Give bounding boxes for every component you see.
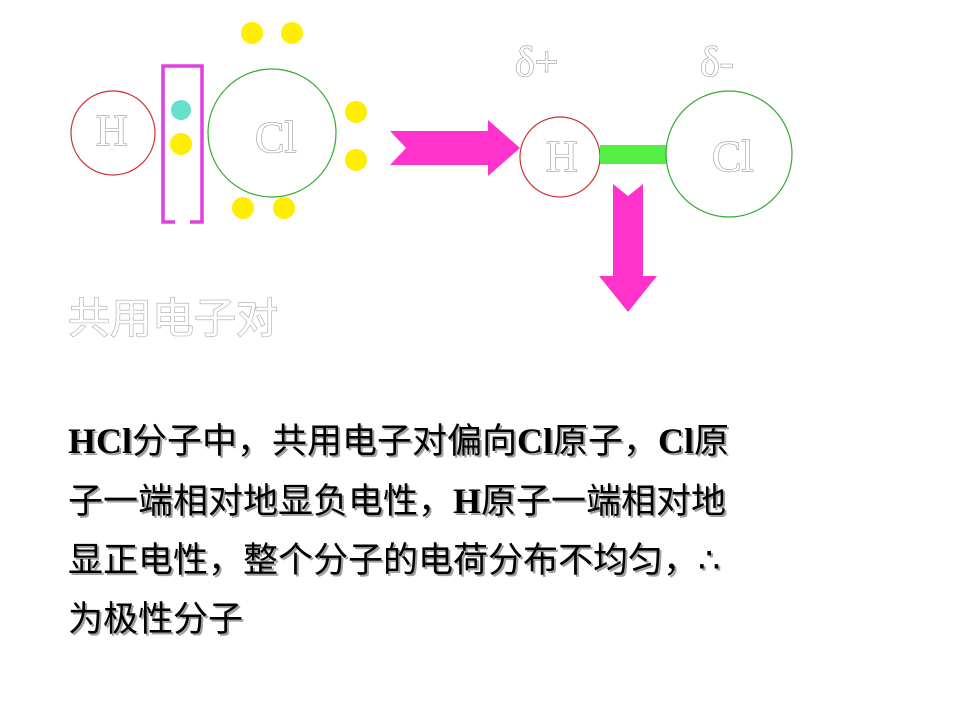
explanation-line-2: 子一端相对地显负电性，H原子一端相对地: [68, 472, 888, 532]
shared-pair-caption: 共用电子对: [68, 294, 278, 343]
explanation-text: 子一端相对地显负电性，: [68, 482, 454, 522]
polar-bond: [600, 145, 666, 164]
lone-electron-right-1: [345, 101, 367, 123]
shared-chlorine-electron: [170, 133, 192, 155]
explanation-text: 为极性分子: [68, 600, 244, 640]
explanation-text: 原子一端相对地: [481, 482, 727, 522]
partial-positive-label: δ+: [515, 40, 558, 86]
hydrogen-electron: [171, 100, 191, 120]
polar-chlorine-label: Cl: [712, 132, 754, 181]
hydrogen-atom-circle: [70, 90, 156, 176]
hydrogen-atom-label: H: [96, 106, 128, 155]
explanation-line-3: 显正电性，整个分子的电荷分布不均匀，∴: [68, 532, 888, 591]
shared-pair-bracket: [161, 64, 204, 224]
lone-electron-right-2: [345, 149, 367, 171]
down-arrow: [599, 184, 657, 312]
explanation-line-4: 为极性分子: [68, 591, 888, 650]
lone-electron-top-1: [241, 22, 263, 44]
explanation-text: 分子中，共用电子对偏向: [132, 422, 518, 462]
explanation-text: 原子，: [553, 422, 659, 462]
lone-electron-bottom-2: [273, 197, 295, 219]
partial-negative-label: δ-: [700, 40, 734, 86]
explanation-line-1: HCl分子中，共用电子对偏向Cl原子，Cl原: [68, 412, 888, 472]
chlorine-atom-label: Cl: [255, 113, 297, 162]
formula-text: H: [453, 481, 482, 521]
polar-chlorine-circle: [665, 90, 793, 218]
explanation-paragraph: HCl分子中，共用电子对偏向Cl原子，Cl原 子一端相对地显负电性，H原子一端相…: [68, 412, 888, 650]
right-arrow: [390, 120, 520, 176]
polar-hydrogen-label: H: [546, 132, 578, 181]
lone-electron-top-2: [281, 22, 303, 44]
formula-text: Cl: [658, 421, 695, 461]
formula-text: HCl: [68, 421, 133, 461]
lone-electron-bottom-1: [232, 197, 254, 219]
chlorine-atom-circle: [207, 68, 337, 198]
explanation-text: 显正电性，整个分子的电荷分布不均匀，∴: [68, 541, 721, 581]
explanation-text: 原: [694, 422, 730, 462]
formula-text: Cl: [517, 421, 554, 461]
